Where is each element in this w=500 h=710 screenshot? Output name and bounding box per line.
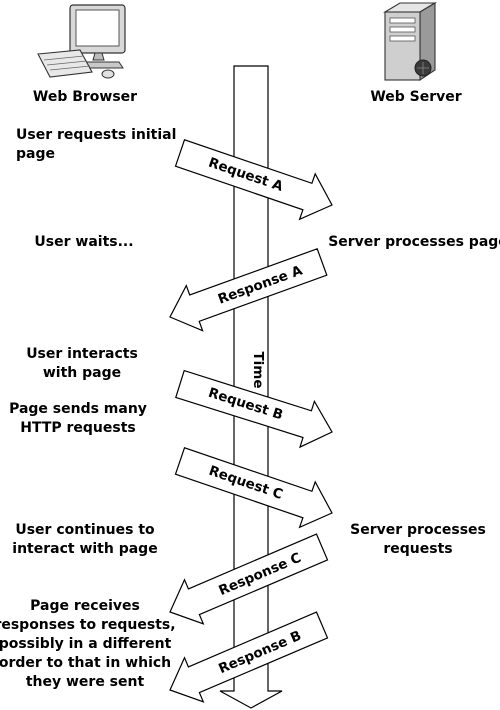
browser-note-1-line-2: page xyxy=(16,146,55,162)
server-label: Web Server xyxy=(370,89,461,105)
message-arrow-2 xyxy=(169,248,328,332)
browser-note-5-line-1: User continues to xyxy=(15,522,155,538)
server-note-1-line-1: Server processes page xyxy=(328,234,500,250)
browser-note-1: User requests initial page xyxy=(16,127,176,162)
server-note-2: Server processes requests xyxy=(350,522,486,557)
browser-note-4-line-1: Page sends many xyxy=(9,401,147,417)
browser-note-6-line-3: possibly in a different xyxy=(0,636,172,652)
browser-note-6-line-1: Page receives xyxy=(30,598,140,614)
browser-note-6-line-4: order to that in which xyxy=(0,655,171,671)
browser-note-3: User interacts with page xyxy=(26,346,138,381)
browser-note-3-line-2: with page xyxy=(43,365,121,381)
message-arrow-1 xyxy=(174,139,333,221)
message-arrow-4 xyxy=(174,447,333,529)
server-note-2-line-1: Server processes xyxy=(350,522,486,538)
message-arrow-3 xyxy=(175,369,333,449)
browser-note-1-line-1: User requests initial xyxy=(16,127,176,143)
browser-label: Web Browser xyxy=(33,89,137,105)
browser-note-2: User waits... xyxy=(34,234,133,250)
browser-note-3-line-1: User interacts xyxy=(26,346,138,362)
browser-note-6: Page receives responses to requests, possi… xyxy=(0,598,176,690)
browser-note-4-line-2: HTTP requests xyxy=(20,420,136,436)
message-arrow-5 xyxy=(169,533,329,625)
browser-note-6-line-2: responses to requests, xyxy=(0,617,176,633)
time-label: Time xyxy=(250,351,266,388)
desktop-computer-icon xyxy=(37,4,126,79)
browser-note-2-line-1: User waits... xyxy=(34,234,133,250)
server-tower-icon xyxy=(383,2,437,82)
browser-note-5-line-2: interact with page xyxy=(12,541,157,557)
browser-note-5: User continues to interact with page xyxy=(12,522,157,557)
message-arrow-6 xyxy=(169,611,329,703)
server-note-1: Server processes page xyxy=(328,234,500,250)
browser-note-6-line-5: they were sent xyxy=(26,674,145,690)
server-note-2-line-2: requests xyxy=(383,541,452,557)
